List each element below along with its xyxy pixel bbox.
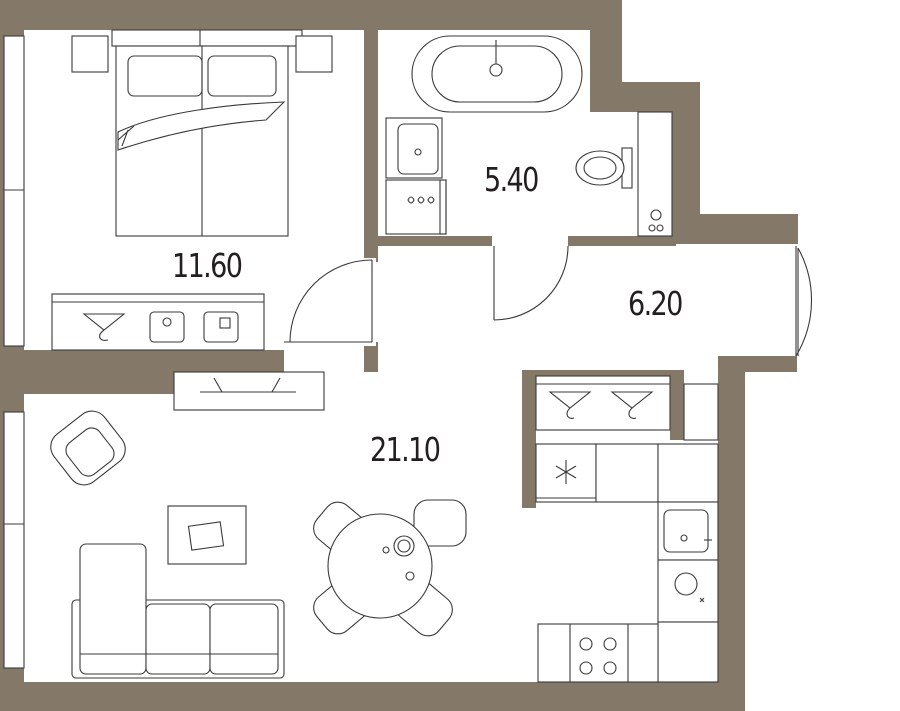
bathroom-area-label: 5.40	[484, 160, 539, 199]
top-window	[111, 29, 303, 47]
closet-niche	[683, 383, 719, 441]
coffee-table-icon	[167, 505, 247, 565]
kitchen-wardrobe-icon	[535, 375, 671, 431]
bathroom-door	[493, 245, 569, 321]
living-area-label: 21.10	[370, 430, 441, 469]
bed-icon	[71, 35, 333, 237]
counter-corner	[657, 443, 719, 503]
bathtub-icon	[411, 35, 583, 113]
sink-icon	[385, 117, 443, 179]
dining-table-icon	[313, 499, 467, 637]
counter-top	[595, 443, 659, 503]
washing-machine-icon	[385, 179, 447, 235]
hall-area-label: 6.20	[628, 284, 683, 323]
left-windows	[3, 35, 25, 669]
walls	[0, 0, 798, 711]
entrance-door	[778, 244, 813, 357]
fridge-icon	[535, 443, 597, 503]
wardrobe-icon	[51, 293, 265, 351]
sofa-icon	[71, 543, 285, 679]
stove-icon	[537, 623, 659, 683]
toilet-icon	[575, 111, 673, 237]
bedroom-door	[284, 258, 376, 346]
tv-unit-icon	[173, 371, 325, 411]
kitchen-sink-icon	[657, 501, 719, 561]
bedroom-area-label: 11.60	[172, 246, 243, 285]
dishwasher-icon	[657, 559, 719, 623]
armchair-icon	[50, 410, 126, 486]
counter-end	[657, 621, 719, 683]
